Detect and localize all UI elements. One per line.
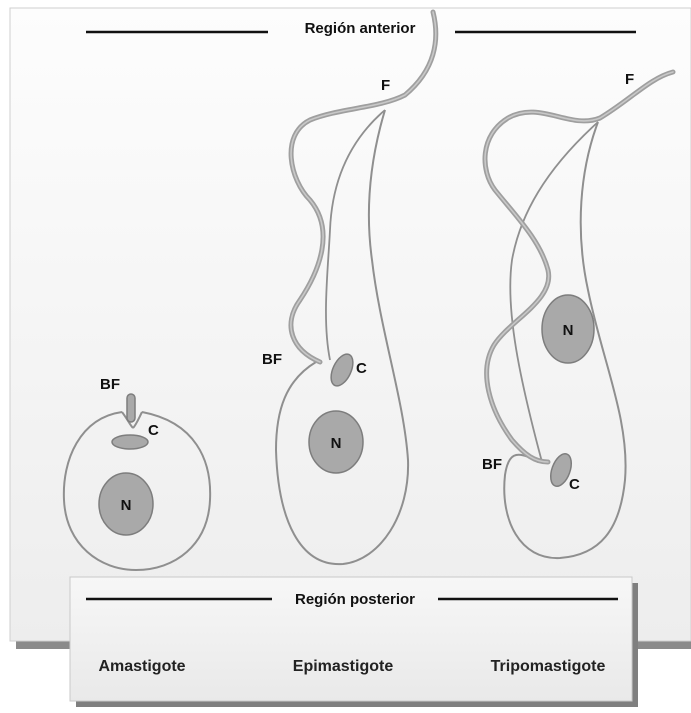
amastigote-kinetoplast-label: C <box>148 422 159 439</box>
epimastigote-nucleus-label: N <box>331 435 342 452</box>
amastigote-basal-body-label: BF <box>100 376 120 393</box>
tripomastigote-nucleus-label: N <box>563 322 574 339</box>
tripomastigote-kinetoplast-label: C <box>569 476 580 493</box>
stage-label-tripomastigote: Tripomastigote <box>491 658 606 675</box>
tripomastigote-basal-body-label: BF <box>482 456 502 473</box>
amastigote-nucleus-label: N <box>121 497 132 514</box>
amastigote-kinetoplast-shape <box>112 435 148 449</box>
epimastigote-flagellum-label: F <box>381 77 390 94</box>
caption-box: Región posterior Amastigote Epimastigote… <box>70 577 638 707</box>
anterior-region-label: Región anterior <box>305 20 416 37</box>
posterior-region-label: Región posterior <box>295 591 415 608</box>
stage-label-epimastigote: Epimastigote <box>293 658 394 675</box>
epimastigote-basal-body-label: BF <box>262 351 282 368</box>
epimastigote-kinetoplast-label: C <box>356 360 367 377</box>
stage-label-amastigote: Amastigote <box>98 658 185 675</box>
tripomastigote-flagellum-label: F <box>625 71 634 88</box>
amastigote-basal-body-shape <box>127 394 135 422</box>
